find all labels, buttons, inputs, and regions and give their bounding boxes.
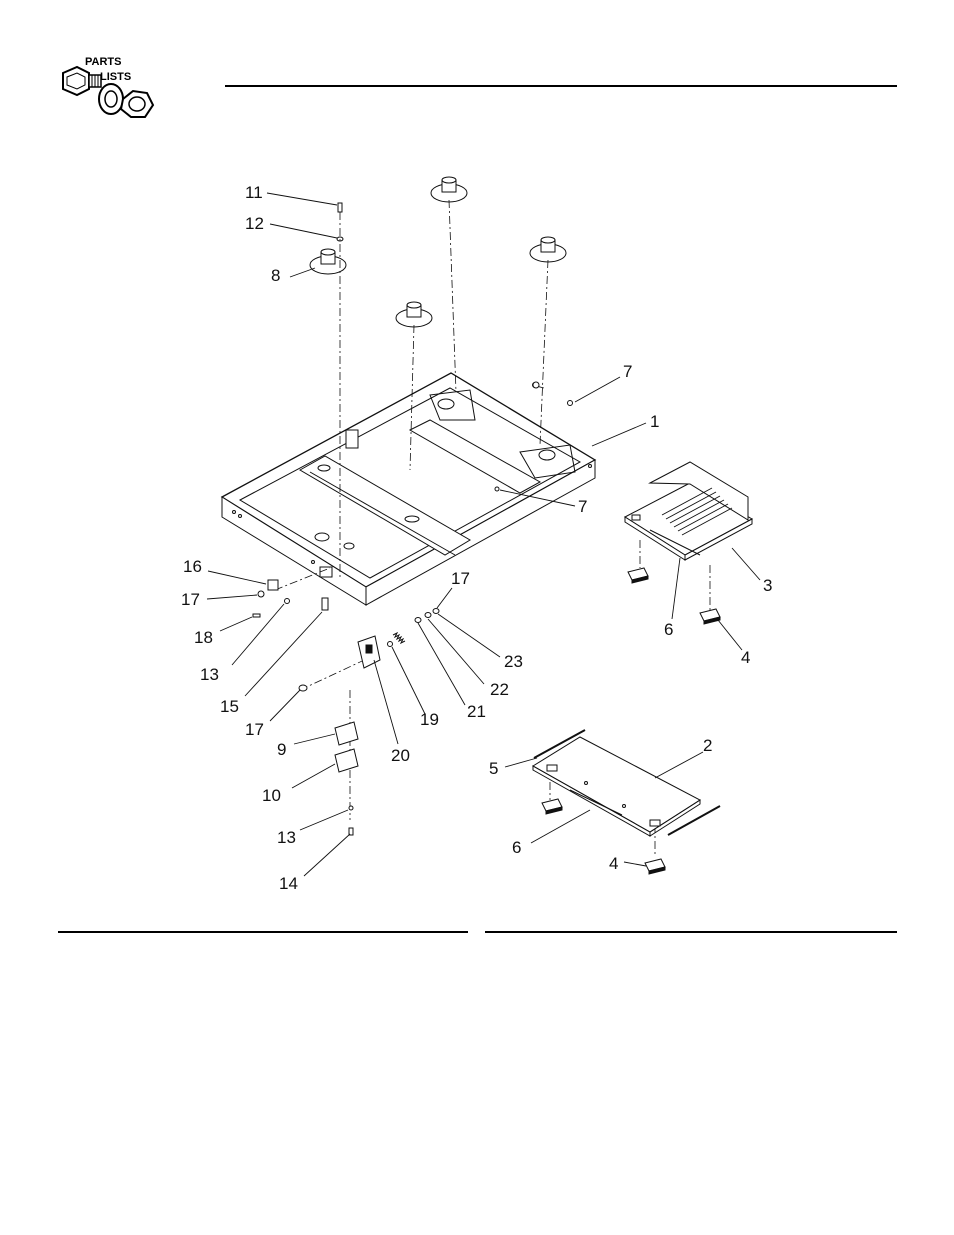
ground-lug — [268, 580, 278, 590]
callout-4-top: 4 — [741, 648, 750, 668]
lock-washer — [299, 685, 307, 691]
cover-plate — [335, 722, 358, 745]
callout-13-bottom: 13 — [277, 828, 296, 848]
callout-12: 12 — [245, 214, 264, 234]
callout-17-left: 17 — [181, 590, 200, 610]
nut — [425, 613, 431, 618]
washer — [285, 599, 290, 604]
washer — [388, 642, 393, 647]
spring — [393, 633, 405, 643]
bolt — [338, 203, 342, 212]
lock-washer — [258, 591, 264, 597]
bottom-panel — [533, 737, 700, 836]
circuit-breaker — [358, 636, 380, 668]
grommet — [568, 401, 573, 406]
callout-4-bottom: 4 — [609, 854, 618, 874]
callout-22: 22 — [490, 680, 509, 700]
callout-9: 9 — [277, 740, 286, 760]
vibration-mount — [310, 249, 346, 274]
vibration-mount — [396, 302, 432, 327]
callout-2: 2 — [703, 736, 712, 756]
washer — [349, 806, 353, 810]
callout-6-top: 6 — [664, 620, 673, 640]
callout-20: 20 — [391, 746, 410, 766]
screw — [253, 614, 260, 617]
rubber-foot — [542, 799, 562, 814]
callout-21: 21 — [467, 702, 486, 722]
callout-11: 11 — [245, 183, 263, 203]
callout-7-mid: 7 — [578, 497, 587, 517]
callout-5: 5 — [489, 759, 498, 779]
ground-stud — [322, 598, 328, 610]
vibration-mount — [431, 177, 467, 202]
callout-16: 16 — [183, 557, 202, 577]
callout-23: 23 — [504, 652, 523, 672]
vibration-mount — [530, 237, 566, 262]
gasket-plate — [335, 749, 358, 772]
base-frame — [222, 373, 595, 605]
callout-17-right: 17 — [451, 569, 470, 589]
callout-13-top: 13 — [200, 665, 219, 685]
grommet — [533, 382, 539, 388]
rubber-foot — [628, 568, 648, 583]
callout-14: 14 — [279, 874, 298, 894]
callout-6-bottom: 6 — [512, 838, 521, 858]
callout-15: 15 — [220, 697, 239, 717]
callout-8: 8 — [271, 266, 280, 286]
callout-7-top: 7 — [623, 362, 632, 382]
rubber-foot — [700, 609, 720, 624]
lock-washer — [433, 609, 439, 614]
callout-1: 1 — [650, 412, 659, 432]
rubber-foot — [645, 859, 665, 874]
callout-19: 19 — [420, 710, 439, 730]
end-panel — [625, 462, 752, 560]
washer — [415, 618, 421, 623]
callout-10: 10 — [262, 786, 281, 806]
callout-17-lower: 17 — [245, 720, 264, 740]
callout-3: 3 — [763, 576, 772, 596]
callout-18: 18 — [194, 628, 213, 648]
